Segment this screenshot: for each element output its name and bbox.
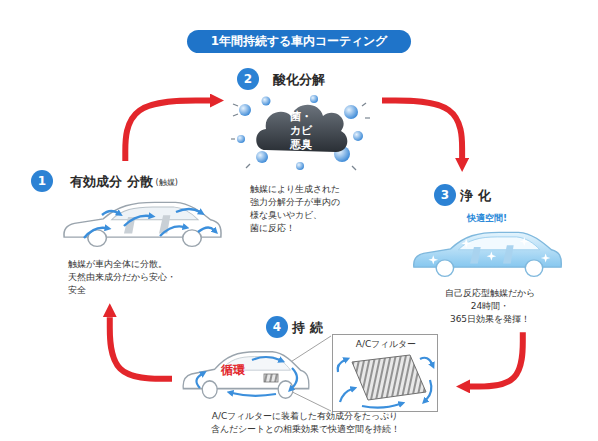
cycle-arrow (110, 317, 172, 379)
filter-callout: A/Cフィルター (332, 334, 438, 412)
stage-heading: 浄 化 (460, 187, 491, 205)
cycle-arrow (125, 101, 210, 161)
stage-heading: 持 続 (292, 319, 323, 337)
step-number-text: 4 (273, 320, 281, 334)
shape-art (183, 352, 309, 399)
stage-description: 触媒が車内全体に分散。 天然由来成分だから安心・安全 (68, 258, 176, 297)
car-circulation: 循環 (180, 344, 312, 402)
shape-art (256, 105, 347, 152)
circulation-label: 循環 (221, 362, 245, 379)
stage-description: A/Cフィルターに装着した有効成分をたっぷり 含んだシートとの相乗効果で快適空間… (211, 410, 400, 436)
stage-description: 自己反応型触媒だから 24時間・365日効果を発揮！ (445, 287, 535, 326)
cloud-label: 菌・カビ 悪臭 (290, 110, 312, 153)
step-number-text: 2 (244, 72, 252, 86)
cycle-arrow (470, 332, 523, 386)
stage-heading: 有効成分 分散 (70, 173, 153, 191)
germ-cloud: 菌・カビ 悪臭 (252, 98, 350, 160)
step-number: 4 (266, 316, 288, 338)
car-shape (180, 344, 312, 402)
stage-heading: 酸化分解 (273, 71, 325, 89)
step-number: 1 (31, 170, 53, 192)
stage-group: 1 有効成分 分散(触媒) 触媒が車内全体に分散。 天然由来成分だから安心・安全 (38, 165, 232, 299)
stage-group: 4 循環 A/Cフィルター 持 続 A/Cフィルターに装着した有効成分をたっぷり 含んだ… (176, 312, 452, 438)
heading-note: (触媒) (156, 177, 178, 188)
stage-group: 2 菌・カビ 悪臭 酸化分解触媒により生成された 強力分解分子が車内の 様な臭いやカ… (228, 62, 378, 237)
stage-tagline: 快適空間! (467, 212, 507, 225)
step-number: 3 (434, 184, 456, 206)
step-number-text: 1 (38, 174, 46, 188)
stage-group: 3 浄 化快適空間! 自己反応型触媒だから 24時間・365日効果を発揮！ (408, 176, 572, 328)
stage-description: 触媒により生成された 強力分解分子が車内の 様な臭いやカビ、菌に反応！ (250, 183, 340, 235)
cycle-arrow (382, 101, 462, 158)
step-number: 2 (237, 68, 259, 90)
callout-label: A/Cフィルター (356, 338, 416, 351)
step-number-text: 3 (441, 188, 449, 202)
title-banner: 1年間持続する車内コーティング (187, 30, 411, 53)
